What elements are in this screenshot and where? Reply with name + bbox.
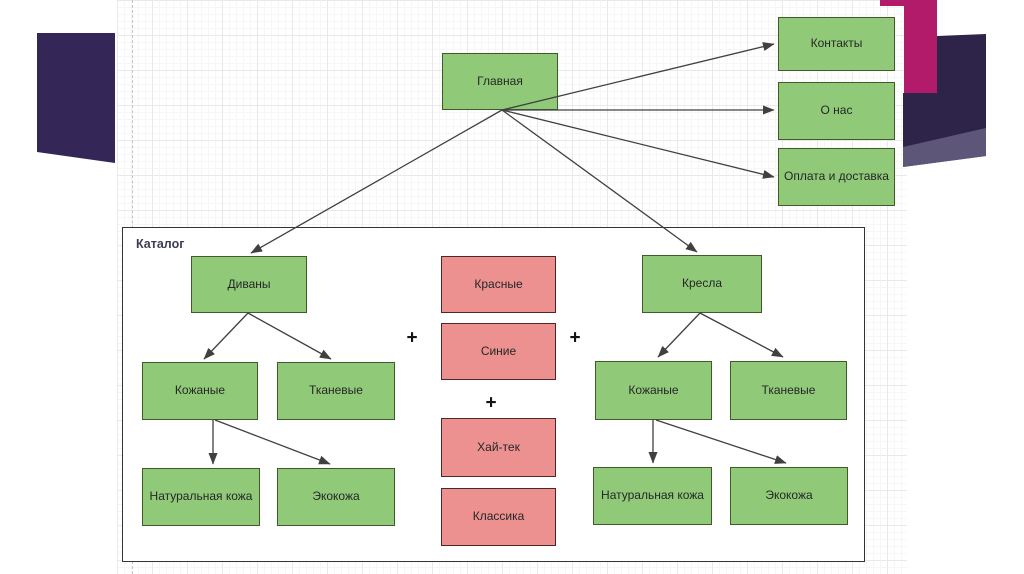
- node-tkanevye-divany: Тканевые: [277, 362, 395, 420]
- node-kontakty: Контакты: [778, 17, 895, 71]
- node-label: Кожаные: [174, 383, 226, 398]
- plus-sign: +: [485, 392, 497, 414]
- node-label: Диваны: [227, 276, 271, 291]
- node-tkanevye-kresla: Тканевые: [730, 361, 847, 420]
- node-label: Экокожа: [765, 488, 813, 503]
- node-kozhanye-kresla: Кожаные: [595, 361, 712, 420]
- node-label: Синие: [480, 343, 517, 358]
- node-ekokozha-kresla: Экокожа: [730, 467, 848, 525]
- right-navy-light-band: [903, 128, 986, 167]
- node-label: Тканевые: [761, 382, 816, 397]
- node-naturalnaya-kozha-kresla: Натуральная кожа: [593, 467, 712, 525]
- node-label: Натуральная кожа: [601, 488, 704, 503]
- node-label: Классика: [472, 509, 525, 524]
- node-label: Оплата и доставка: [784, 169, 889, 184]
- node-label: Красные: [474, 276, 523, 291]
- node-naturalnaya-kozha-divany: Натуральная кожа: [142, 468, 260, 526]
- node-kresla: Кресла: [642, 255, 762, 313]
- node-label: Главная: [477, 73, 523, 88]
- node-oplata-i-dostavka: Оплата и доставка: [778, 148, 895, 206]
- node-ekokozha-divany: Экокожа: [277, 468, 395, 526]
- node-glavnaya: Главная: [442, 53, 558, 110]
- left-accent-shape: [37, 33, 115, 163]
- plus-sign: +: [569, 327, 581, 349]
- node-klassika: Классика: [441, 488, 556, 546]
- node-label: Контакты: [810, 36, 863, 51]
- node-kozhanye-divany: Кожаные: [142, 362, 258, 420]
- node-krasnye: Красные: [441, 256, 556, 313]
- node-divany: Диваны: [191, 256, 307, 313]
- node-sinie: Синие: [441, 323, 556, 380]
- catalog-label: Каталог: [136, 237, 185, 251]
- node-label: О нас: [820, 103, 853, 118]
- node-label: Кожаные: [628, 382, 679, 397]
- node-label: Натуральная кожа: [149, 489, 253, 504]
- node-label: Экокожа: [312, 489, 360, 504]
- node-label: Кресла: [681, 276, 722, 291]
- node-label: Тканевые: [309, 383, 363, 398]
- node-label: Хай-тек: [477, 439, 520, 454]
- node-o-nas: О нас: [778, 82, 895, 140]
- right-navy-accent-shape: [903, 34, 986, 167]
- plus-sign: +: [406, 327, 418, 349]
- node-khay-tek: Хай-тек: [441, 418, 556, 477]
